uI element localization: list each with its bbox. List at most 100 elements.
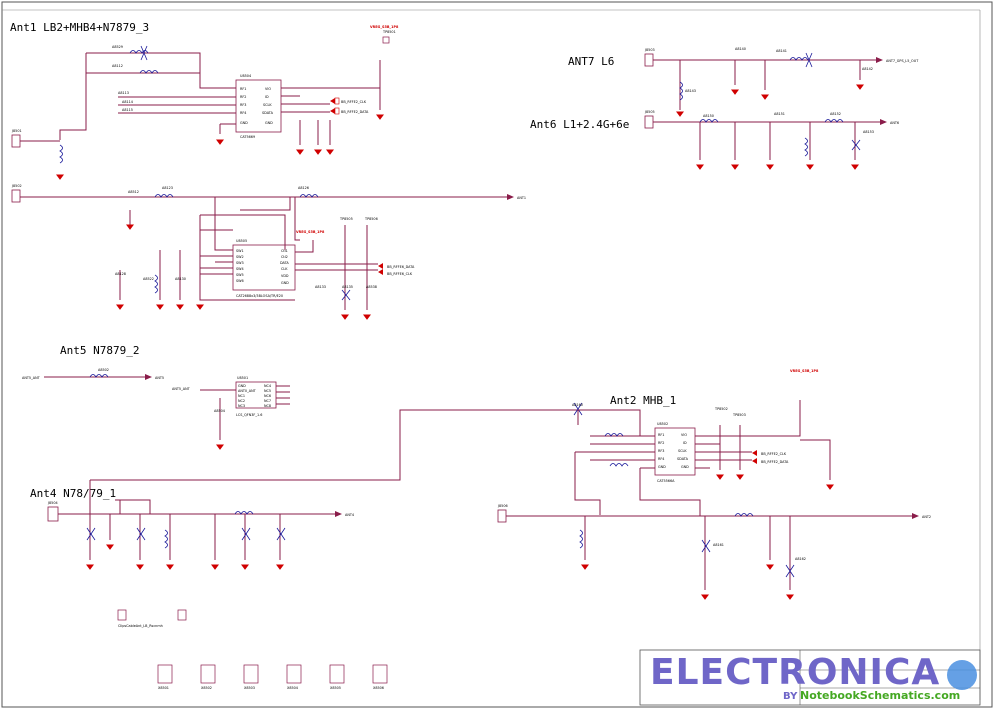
ground-icon [696,164,704,170]
ground-icon [216,139,224,145]
ground-icon [86,564,94,570]
ref-a8160: A8160 [572,403,583,407]
net-rffe-data-1: BB_RFFE2_DATA [341,110,369,114]
watermark-brand: ELECTRONICA [650,652,940,693]
ref-j8505: J8505 [644,110,655,114]
pin-label: RF3 [658,449,664,453]
pin-label: SW5 [236,273,244,277]
testpoint-tp8501[interactable] [382,36,390,44]
ic-u8501[interactable] [235,381,277,409]
ground-icon [761,94,769,100]
bottom-connector[interactable] [329,664,345,684]
connector-j8503[interactable] [644,53,654,67]
bottom-connector[interactable] [286,664,302,684]
ground-icon [786,594,794,600]
connector-j8501[interactable] [11,134,21,148]
pin-label: RF2 [658,441,664,445]
net-ant7: ANT7_GPS_L5_OUT [886,59,919,63]
pin-label: ANT0_ANT [238,389,257,393]
flag-rffe-data-1 [330,108,335,114]
ground-icon [106,544,114,550]
flag-rffe-data-2 [378,263,383,269]
pin-label: DATA [280,261,289,265]
ref-a8504: A8504 [214,409,225,413]
connector-j8504[interactable] [47,506,59,522]
pin-label: SDATA [677,457,689,461]
ground-icon [211,564,219,570]
ground-icon [116,304,124,310]
section-title-ant2: Ant2 MHB_1 [610,394,676,407]
pin-label: NC8 [264,404,271,408]
pin-label: SW3 [236,261,244,265]
ground-icon [196,304,204,310]
pin-label: RF1 [240,87,246,91]
ic-u8504-ref: U8504 [240,74,251,78]
ground-icon [156,304,164,310]
ground-icon [581,564,589,570]
bottom-connector[interactable] [243,664,259,684]
pin-label: NC3 [238,404,245,408]
ref-a8115: A8115 [122,108,133,112]
ic-u8505[interactable] [232,244,296,291]
ground-icon [806,164,814,170]
ref-a8135: A8135 [342,285,353,289]
ic-u8504[interactable] [235,79,282,133]
ref-a8150: A8150 [703,114,714,118]
ground-icon [701,594,709,600]
pin-label: GND [658,465,666,469]
ref-a8522: A8522 [143,277,154,281]
ref-tp8501: TP8501 [382,30,396,34]
flag-rffe-clk-2 [378,269,383,275]
ic-u8505-part: CAT2688x3/3BLOSA/TR/E20 [236,294,283,298]
clip-label: ClipsCableAnt_LB_Rscnmh [118,624,163,628]
ref-a8153: A8153 [863,130,874,134]
ant4-block: J8504 ANT4 [47,499,354,560]
bottom-connector[interactable] [157,664,173,684]
ground-icon [326,149,334,155]
pin-label: GND [281,281,289,285]
clip-x2[interactable] [177,609,187,621]
ref-a8502: A8502 [98,368,109,372]
net-rffe-data-3: BB_RFFE2_DATA [761,460,789,464]
pin-label: VIO [265,87,271,91]
ground-icon [376,114,384,120]
pin-label: GND [240,121,248,125]
pin-label: GND [681,465,689,469]
pin-label: GND [265,121,273,125]
ref-a8126: A8126 [298,186,309,190]
connector-j8506[interactable] [497,509,507,523]
ref-a8140: A8140 [735,47,746,51]
pin-label: SDATA [262,111,274,115]
flag-rffe-clk-1 [330,98,335,104]
ref-a8130: A8130 [175,277,186,281]
bottom-connector[interactable] [200,664,216,684]
bottom-connector[interactable] [372,664,388,684]
net-rffe-clk-2: BB_RFFE6_CLK [387,272,413,276]
ref-a8128: A8128 [115,272,126,276]
pin-label: SCLK [678,449,687,453]
connector-j8505[interactable] [644,115,654,129]
net-ant4: ANT4 [345,513,354,517]
clip-x1[interactable] [117,609,127,621]
section-title-ant4: Ant4 N78/79_1 [30,487,116,500]
ic-u8502[interactable] [654,427,696,476]
net-ant5-ant-sw: ANT5_ANT [172,387,191,391]
pin-label: VIO [681,433,687,437]
ref-a8529: A8529 [112,45,123,49]
ground-icon [176,304,184,310]
bottom-connector-label: X8502 [201,686,212,690]
pin-label: GND [238,384,246,388]
ref-a8152: A8152 [830,112,841,116]
ground-icon [341,314,349,320]
ref-a8143: A8143 [685,89,696,93]
bottom-connector-label: X8503 [244,686,255,690]
connector-j8502[interactable] [11,189,21,203]
pin-label: NC7 [264,399,271,403]
ground-icon [851,164,859,170]
ref-a8112: A8112 [112,64,123,68]
ref-tp8502: TP8502 [714,407,728,411]
net-ant5: ANT5 [155,376,164,380]
bottom-connector-label: X8501 [158,686,169,690]
ref-tp8503: TP8503 [732,413,746,417]
ref-a8113: A8113 [118,91,129,95]
